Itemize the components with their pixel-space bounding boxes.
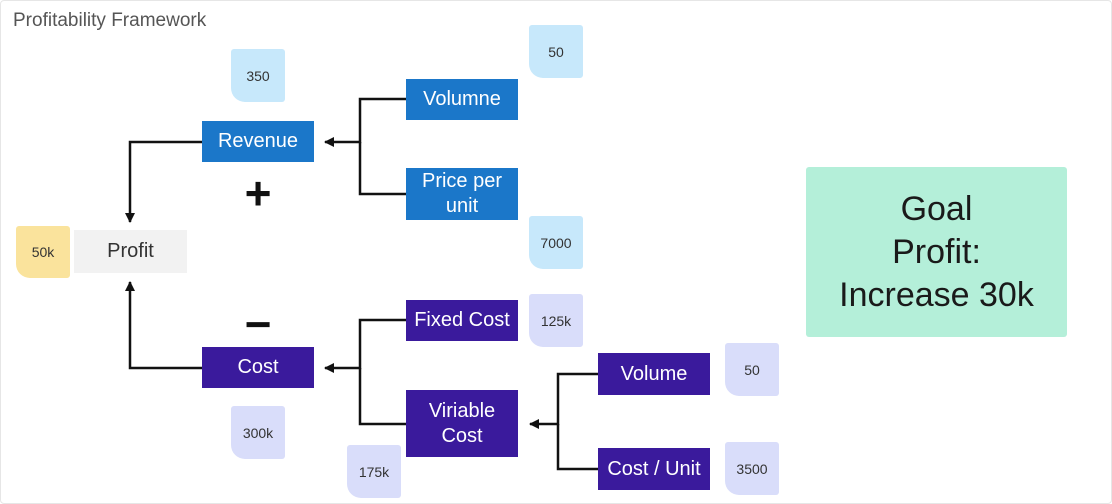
connector-unit-variable bbox=[556, 424, 598, 471]
connector-revenue-profit bbox=[125, 140, 202, 223]
cost-per-unit-node[interactable]: Cost / Unit bbox=[598, 448, 710, 490]
cost-value-note[interactable]: 300k bbox=[231, 406, 285, 459]
cost-per-unit-value-note[interactable]: 3500 bbox=[725, 442, 779, 495]
connector-volumne-revenue bbox=[324, 97, 406, 147]
fixed-cost-value-note[interactable]: 125k bbox=[529, 294, 583, 347]
revenue-value-note[interactable]: 350 bbox=[231, 49, 285, 102]
fixed-cost-node[interactable]: Fixed Cost bbox=[406, 300, 518, 341]
volume-cost-value-note[interactable]: 50 bbox=[725, 343, 779, 396]
connector-cost-profit bbox=[125, 281, 202, 370]
volume-cost-node[interactable]: Volume bbox=[598, 353, 710, 395]
connector-price-revenue bbox=[358, 142, 406, 196]
cost-node[interactable]: Cost bbox=[202, 347, 314, 388]
variable-cost-node[interactable]: Viriable Cost bbox=[406, 390, 518, 457]
goal-line-3: Increase 30k bbox=[839, 275, 1034, 314]
price-per-unit-value-note[interactable]: 7000 bbox=[529, 216, 583, 269]
variable-cost-value-note[interactable]: 175k bbox=[347, 445, 401, 498]
goal-sticky-note[interactable]: Goal Profit: Increase 30k bbox=[806, 167, 1067, 337]
goal-line-1: Goal bbox=[900, 189, 973, 228]
plus-operator: + bbox=[244, 167, 272, 219]
profit-value-note[interactable]: 50k bbox=[16, 226, 70, 278]
connector-fixed-cost bbox=[324, 318, 406, 373]
price-per-unit-node[interactable]: Price per unit bbox=[406, 168, 518, 220]
diagram-title: Profitability Framework bbox=[13, 10, 207, 31]
volumne-value-note[interactable]: 50 bbox=[529, 25, 583, 78]
volumne-node[interactable]: Volumne bbox=[406, 79, 518, 120]
connector-variable-cost bbox=[358, 368, 406, 426]
revenue-node[interactable]: Revenue bbox=[202, 121, 314, 162]
minus-operator: − bbox=[244, 298, 272, 350]
profit-node[interactable]: Profit bbox=[74, 230, 187, 273]
connector-volume-variable bbox=[529, 372, 598, 429]
goal-line-2: Profit: bbox=[892, 232, 981, 271]
